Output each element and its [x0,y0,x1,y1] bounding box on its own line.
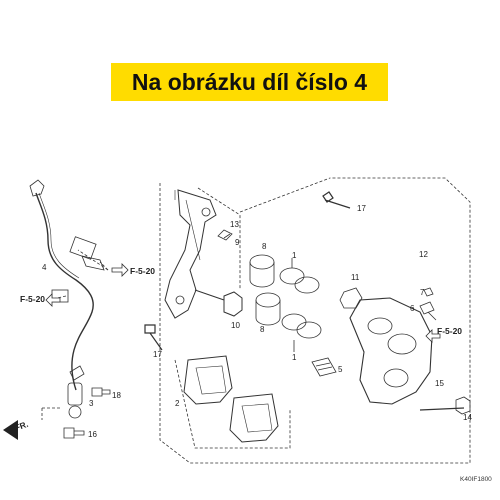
bleeder-cap [423,287,434,297]
label-7: 7 [420,288,425,297]
label-18: 18 [112,391,121,400]
leader-12 [239,177,331,213]
label-13: 13 [230,220,239,229]
label-4: 4 [42,263,47,272]
piston-lower-top [255,292,281,308]
ref-label-f520-top: F-5-20 [130,266,155,276]
label-16: 16 [88,430,97,439]
label-5: 5 [338,365,343,374]
bolt-18 [91,387,111,397]
brake-pad-rear [229,393,279,443]
label-6: 6 [410,304,415,313]
seal-lower-a [281,313,307,331]
ref-arrow-caliper [425,329,441,343]
brake-pad-front [183,355,233,405]
label-2: 2 [175,399,180,408]
label-11: 11 [351,273,360,282]
pin-bolt-17-top [322,191,351,209]
fr-direction-arrow [3,420,18,440]
label-3: 3 [89,399,94,408]
label-9: 9 [235,238,240,247]
ref-label-f520-left: F-5-20 [20,294,45,304]
pad-shim [311,357,337,377]
pin-10 [194,289,243,317]
caliper-bracket [164,189,217,319]
sensor-cable-inner [38,192,80,279]
pin-bolt-17-low [144,324,163,351]
bracket-group-outline [197,187,241,290]
ref-arrow-right [111,263,129,277]
part-number-banner: Na obrázku díl číslo 4 [111,63,388,101]
banner-text: Na obrázku díl číslo 4 [131,68,368,95]
nut-14 [455,396,471,415]
cable-clip-upper [69,236,97,260]
label-17-top: 17 [357,204,366,213]
label-12: 12 [419,250,428,259]
ref-label-f520-right: F-5-20 [437,326,462,336]
sensor-head [68,405,82,419]
seal-upper-b [294,276,320,294]
boot-11 [339,287,363,309]
label-10: 10 [231,321,240,330]
caliper-body [349,297,433,405]
bolt-16 [63,427,85,439]
bleeder-valve [419,301,437,321]
sensor-body [67,382,83,406]
sensor-cable [35,192,94,391]
clip-part-3 [69,365,85,381]
label-14: 14 [463,413,472,422]
sensor-connector [29,179,45,197]
label-8-low: 8 [260,325,265,334]
piston-upper-top [249,254,275,270]
pad-spring [217,229,233,241]
label-17-low: 17 [153,350,162,359]
pad-group-outline [174,359,291,449]
pin-15 [419,407,465,411]
ref-label-fr: FR. [13,419,29,433]
seal-upper-a [279,267,305,285]
label-8-top: 8 [262,242,267,251]
cable-clip-bracket [81,255,105,271]
ref-arrow-left [45,293,61,307]
diagram-code: K40IF1800 [460,476,492,483]
label-1-low: 1 [292,353,297,362]
seal-lower-b [296,321,322,339]
label-15: 15 [435,379,444,388]
label-1-top: 1 [292,251,297,260]
caliper-group-outline [159,177,471,464]
